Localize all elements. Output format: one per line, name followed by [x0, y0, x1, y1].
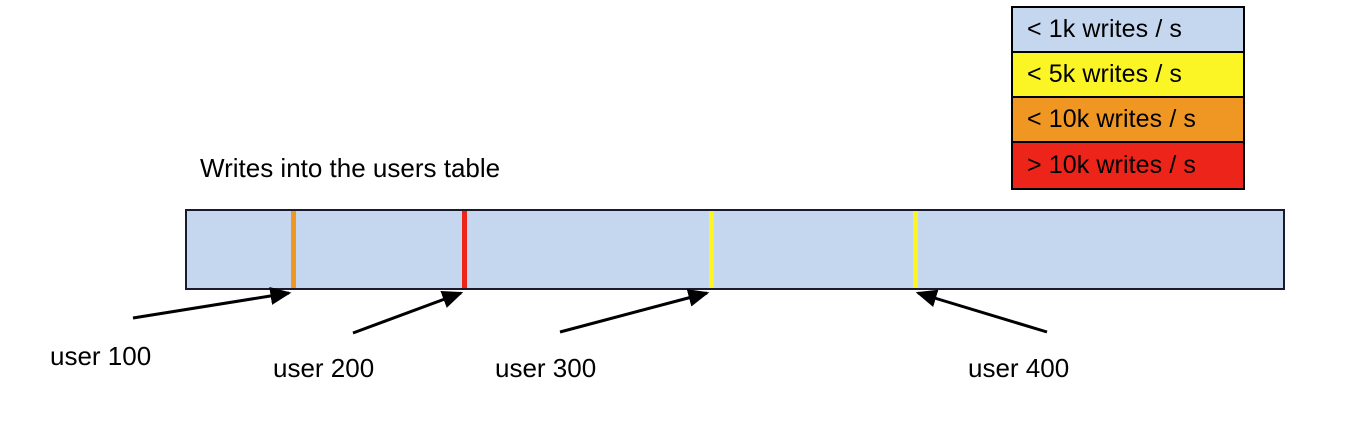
callout-label-user-400: user 400: [968, 353, 1070, 383]
users-table-bar: [185, 209, 1285, 290]
user-300-marker: [709, 211, 714, 288]
legend: < 1k writes / s < 5k writes / s < 10k wr…: [1011, 6, 1245, 190]
user-100-marker: [291, 211, 296, 288]
legend-item-label: < 5k writes / s: [1027, 60, 1183, 88]
legend-item-lt-5k: < 5k writes / s: [1013, 53, 1243, 98]
callout-label-user-300: user 300: [495, 353, 597, 383]
legend-item-gt-10k: > 10k writes / s: [1013, 143, 1243, 188]
arrow-user-200: [352, 291, 464, 335]
legend-item-label: > 10k writes / s: [1027, 151, 1197, 179]
legend-item-lt-1k: < 1k writes / s: [1013, 8, 1243, 53]
legend-item-label: < 10k writes / s: [1027, 105, 1197, 133]
callout-label-user-200: user 200: [273, 353, 375, 383]
legend-item-label: < 1k writes / s: [1027, 15, 1183, 43]
user-200-marker: [462, 211, 467, 288]
chart-title: Writes into the users table: [200, 153, 501, 183]
callout-label-user-100: user 100: [50, 341, 152, 371]
arrow-user-400: [915, 289, 1048, 334]
arrow-user-300: [559, 289, 710, 334]
legend-item-lt-10k: < 10k writes / s: [1013, 98, 1243, 143]
user-400-marker: [913, 211, 918, 288]
arrow-user-100: [132, 287, 292, 320]
